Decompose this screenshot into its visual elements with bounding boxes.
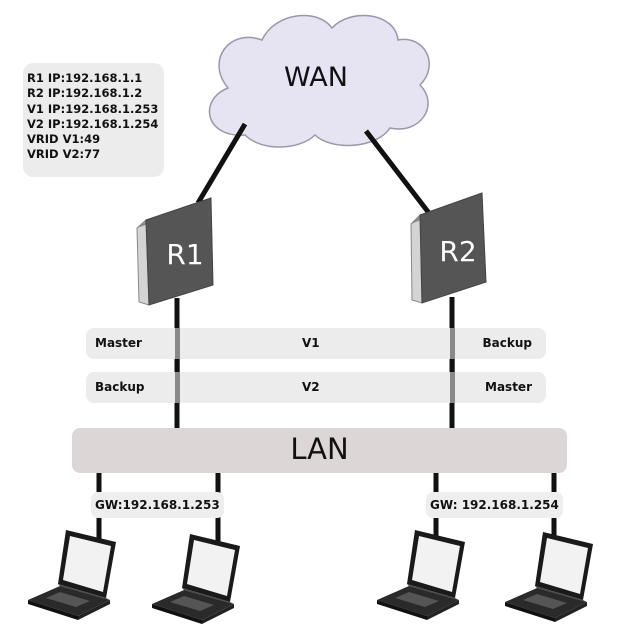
info-line-vrid-v2: VRID V2:77 — [27, 147, 101, 162]
info-line-r1-ip: R1 IP:192.168.1.1 — [27, 71, 143, 85]
vrrp-band-v2: Backup V2 Master — [86, 372, 546, 403]
info-line-r2-ip: R2 IP:192.168.1.2 — [27, 86, 143, 101]
v1-r1-role: Master — [95, 336, 142, 350]
info-line-vrid-v1: VRID V1:49 — [27, 132, 101, 147]
wan-link-r1 — [195, 122, 248, 205]
v2-r2-role: Master — [485, 380, 532, 394]
ip-info-box: R1 IP:192.168.1.1 R2 IP:192.168.1.2 V1 I… — [23, 63, 164, 177]
lan-label: LAN — [290, 432, 349, 466]
wan-link-r2 — [364, 129, 434, 219]
info-line-v1-ip: V1 IP:192.168.1.253 — [27, 101, 159, 116]
v1-group-name: V1 — [302, 336, 320, 350]
laptop-3 — [377, 530, 465, 620]
v1-r2-role: Backup — [482, 336, 532, 350]
vrrp-band-v1: Master V1 Backup — [86, 328, 546, 359]
gateway-right-label: GW: 192.168.1.254 — [426, 492, 563, 518]
info-line-v2-ip: V2 IP:192.168.1.254 — [27, 116, 159, 131]
laptop-1 — [28, 530, 116, 620]
router-r2-body — [419, 192, 487, 304]
r1-link-over-bands — [175, 328, 180, 403]
laptop-4 — [505, 532, 593, 622]
router-r2-label: R2 — [439, 235, 476, 268]
router-r2: R2 — [410, 192, 487, 304]
wan-label: WAN — [284, 62, 348, 93]
gateway-left-label: GW:192.168.1.253 — [91, 492, 224, 518]
v2-r1-role: Backup — [95, 380, 145, 394]
laptop-2 — [152, 534, 240, 624]
router-r1-label: R1 — [166, 238, 203, 271]
router-r1-body — [145, 197, 214, 306]
lan-bar: LAN — [72, 428, 567, 473]
router-r1: R1 — [136, 197, 214, 306]
wan-cloud: WAN — [208, 14, 430, 148]
r2-link-over-bands — [450, 328, 455, 403]
v2-group-name: V2 — [302, 380, 320, 394]
wan-cloud-shape — [208, 14, 430, 148]
